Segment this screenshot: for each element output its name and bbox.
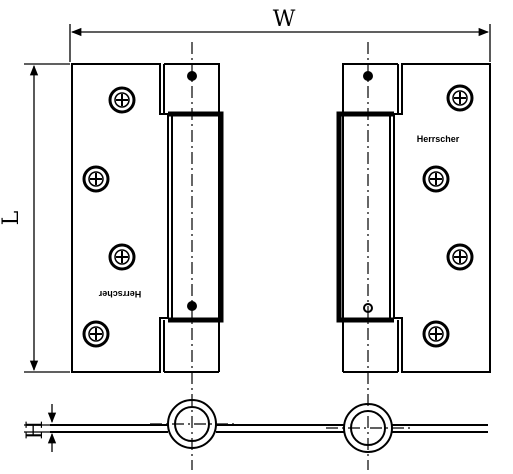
right-leaf: Herrscher <box>336 42 491 470</box>
right-screw-2 <box>422 165 450 193</box>
left-screw-3 <box>108 243 136 271</box>
height-dimension: H <box>23 404 72 452</box>
left-brand-mark: Herrscher <box>98 289 141 299</box>
left-knuckle-outline-top <box>164 63 220 372</box>
left-pin-bottom <box>187 301 197 311</box>
right-knuckle-channel <box>336 111 394 323</box>
height-label: H <box>23 420 48 439</box>
screw-holes <box>82 84 474 348</box>
section-view <box>50 399 488 453</box>
left-knuckle-channel <box>168 111 224 323</box>
right-knuckle-outline-top <box>342 63 398 372</box>
width-label: W <box>273 7 296 32</box>
left-screw-2 <box>82 165 110 193</box>
length-dimension: L <box>0 63 70 373</box>
right-screw-4 <box>422 320 450 348</box>
left-pin-top <box>187 71 197 81</box>
length-label: L <box>0 210 24 225</box>
right-brand-mark: Herrscher <box>417 134 460 144</box>
right-screw-3 <box>446 243 474 271</box>
left-leaf: Herrscher <box>71 42 224 470</box>
right-pin-bottom <box>363 303 373 313</box>
left-screw-1 <box>108 86 136 114</box>
right-screw-1 <box>446 84 474 112</box>
width-dimension: W <box>69 7 491 62</box>
right-leaf-outline <box>393 63 491 373</box>
right-pin-top <box>363 71 373 81</box>
left-screw-4 <box>82 320 110 348</box>
